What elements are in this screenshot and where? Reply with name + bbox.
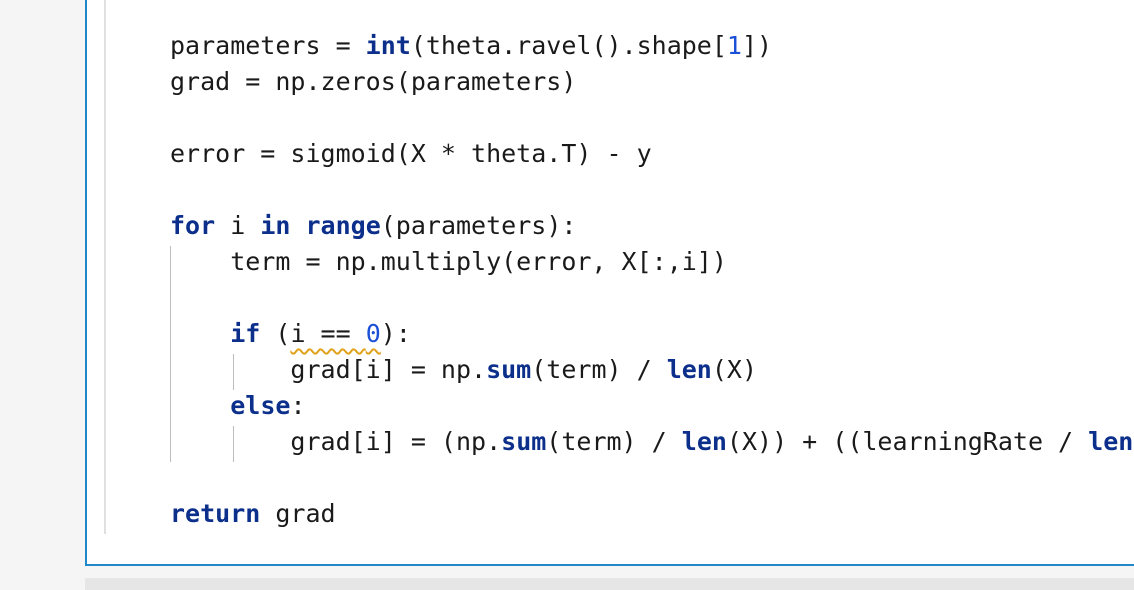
code-token — [170, 391, 230, 420]
code-token: grad[i] = np. — [170, 355, 487, 384]
code-token: parameters = — [170, 31, 366, 60]
code-keyword: else — [230, 391, 291, 420]
code-line[interactable] — [170, 280, 1134, 316]
code-token: (term) / — [546, 427, 682, 456]
code-token: i — [215, 211, 261, 240]
code-keyword: sum — [486, 355, 532, 384]
code-token: grad[i] = (np. — [170, 427, 502, 456]
code-number: 1 — [726, 31, 742, 60]
code-keyword: sum — [501, 427, 547, 456]
code-line[interactable]: grad[i] = np.sum(term) / len(X) — [170, 352, 1134, 388]
code-line[interactable] — [170, 460, 1134, 496]
code-keyword: int — [365, 31, 411, 60]
code-token: (theta.ravel().shape[ — [410, 31, 727, 60]
code-line[interactable]: grad[i] = (np.sum(term) / len(X)) + ((le… — [170, 424, 1134, 460]
code-line[interactable]: grad = np.zeros(parameters) — [170, 64, 1134, 100]
indent-guide-else-block — [233, 426, 234, 462]
indent-guide-if-block — [233, 354, 234, 390]
code-keyword: len — [681, 427, 727, 456]
code-token: (X) — [711, 355, 758, 384]
code-line[interactable]: if (i == 0): — [170, 316, 1134, 352]
code-keyword: len — [1088, 427, 1134, 456]
code-token: ]) — [741, 31, 773, 60]
code-token: (X)) + ((learningRate / — [726, 427, 1089, 456]
code-keyword: len — [666, 355, 712, 384]
code-line[interactable] — [170, 172, 1134, 208]
code-editor-area[interactable] — [106, 0, 1134, 534]
code-token: ): — [380, 319, 411, 348]
code-token: (parameters): — [380, 211, 577, 240]
code-line[interactable]: term = np.multiply(error, X[:,i]) — [170, 244, 1134, 280]
code-line[interactable]: parameters = int(theta.ravel().shape[1]) — [170, 28, 1134, 64]
code-editor[interactable]: parameters = int(theta.ravel().shape[1])… — [170, 28, 1134, 532]
code-keyword: if — [230, 319, 261, 348]
code-token: error = sigmoid(X * theta.T) - y — [170, 139, 652, 168]
code-token: : — [290, 391, 306, 420]
code-line[interactable]: error = sigmoid(X * theta.T) - y — [170, 136, 1134, 172]
code-line[interactable]: return grad — [170, 496, 1134, 532]
code-token: term = np.multiply(error, X[:,i]) — [170, 247, 727, 276]
code-token: grad = np.zeros(parameters) — [170, 67, 577, 96]
code-keyword: for — [170, 211, 216, 240]
code-token: (term) / — [531, 355, 667, 384]
indent-guide-for-block — [170, 246, 171, 462]
code-line[interactable]: else: — [170, 388, 1134, 424]
code-keyword: return — [170, 499, 261, 528]
code-keyword: in — [260, 211, 291, 240]
notebook-bottom-bar — [85, 578, 1134, 590]
code-token: ( — [260, 319, 291, 348]
code-keyword: range — [305, 211, 381, 240]
code-token: grad — [260, 499, 336, 528]
code-number: 0 — [365, 319, 381, 348]
code-line[interactable] — [170, 100, 1134, 136]
code-token — [290, 211, 305, 240]
code-token: i == — [290, 319, 366, 348]
code-line[interactable]: for i in range(parameters): — [170, 208, 1134, 244]
code-token — [170, 319, 230, 348]
cell-gutter — [104, 0, 106, 534]
